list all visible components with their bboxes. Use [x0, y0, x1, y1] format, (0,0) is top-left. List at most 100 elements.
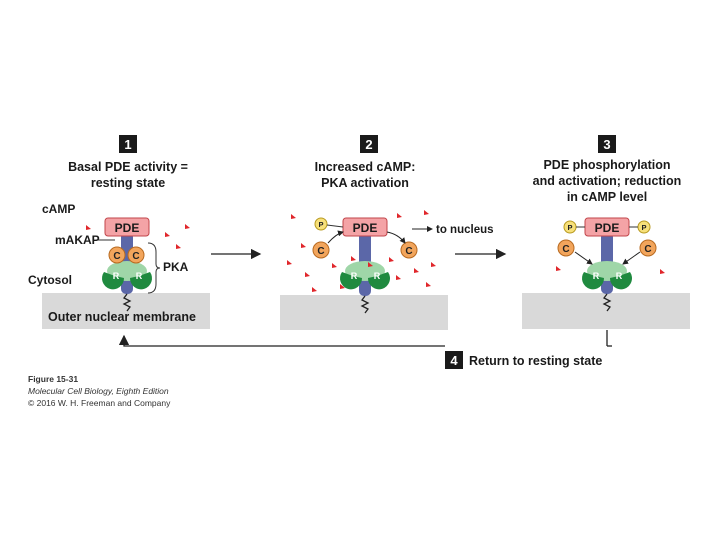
regulatory-label-left: R: [351, 271, 358, 281]
figure-label: Figure 15-31: [28, 374, 79, 384]
camp-triangle: [426, 282, 431, 287]
camp-triangle: [165, 232, 170, 237]
camp-triangle: [389, 257, 394, 262]
step-1-header: 1 Basal PDE activity = resting state: [68, 135, 188, 190]
catalytic-subunit-left: [108, 246, 126, 264]
regulatory-label-left: R: [593, 271, 600, 281]
step-1-title-line-1: Basal PDE activity =: [68, 160, 188, 174]
camp-molecules-panel-1: [86, 224, 190, 249]
camp-triangle: [414, 268, 419, 273]
return-line: [118, 334, 445, 347]
catalytic-label-left: C: [317, 246, 324, 257]
catalytic-label-right: C: [405, 246, 412, 257]
catalytic-subunit-right: [127, 246, 145, 264]
curved-arrow-to-pde: [327, 230, 344, 244]
camp-molecules-panel-3: [556, 266, 665, 274]
camp-triangle: [287, 260, 292, 265]
step-3-title-line-2: and activation; reduction: [533, 174, 682, 188]
figure-source: Molecular Cell Biology, Eighth Edition: [28, 386, 169, 397]
camp-triangle: [397, 213, 402, 218]
copyright-text: © 2016 W. H. Freeman and Company: [28, 398, 171, 408]
membrane-label: Outer nuclear membrane: [48, 310, 196, 324]
phosphate-left: [314, 217, 328, 231]
return-arrow-right: [622, 251, 641, 265]
camp-triangle: [301, 243, 306, 248]
regulatory-subunit-left: [582, 272, 605, 290]
camp-triangle: [556, 266, 561, 271]
camp-triangle: [86, 225, 91, 230]
makap-label: mAKAP: [55, 233, 100, 247]
catalytic-subunit-left: [557, 239, 575, 257]
catalytic-label-right: C: [644, 244, 651, 255]
regulatory-label-right: R: [616, 271, 623, 281]
step-4-badge: [445, 351, 463, 369]
step-3-title-line-3: in cAMP level: [567, 190, 647, 204]
pde-box: [104, 217, 150, 237]
camp-triangle: [431, 262, 436, 267]
regulatory-subunit-light: [345, 261, 385, 281]
pde-label: PDE: [115, 221, 140, 235]
camp-triangle: [291, 214, 296, 219]
cytosol-label: Cytosol: [28, 273, 72, 287]
catalytic-label-left: C: [562, 244, 569, 255]
catalytic-released-right: [400, 241, 418, 259]
return-path: 4 Return to resting state: [118, 330, 612, 369]
step-3-number: 3: [603, 137, 610, 152]
step-1-number: 1: [124, 137, 131, 152]
camp-label: cAMP: [42, 202, 75, 216]
catalytic-label-right: C: [132, 251, 139, 262]
makap-anchor: [122, 293, 132, 312]
camp-triangle: [305, 272, 310, 277]
pde-label: PDE: [595, 221, 620, 235]
pka-label: PKA: [163, 260, 189, 274]
curved-arrow-from-pka: [386, 231, 406, 244]
catalytic-subunit-right: [639, 239, 657, 257]
step-2-number: 2: [365, 137, 372, 152]
camp-triangle: [396, 275, 401, 280]
camp-triangle: [660, 269, 665, 274]
complex-panel-3: PDE P P R R C C: [557, 217, 657, 312]
regulatory-subunit-left: [102, 272, 125, 290]
camp-triangle: [351, 256, 356, 261]
phosphate-label-left: P: [567, 223, 572, 232]
step-2-title-line-1: Increased cAMP:: [315, 160, 416, 174]
makap-anchor: [360, 295, 370, 314]
complex-panel-1: PDE R R C C: [102, 217, 152, 312]
camp-triangle: [176, 244, 181, 249]
book-title: Molecular Cell Biology, Eighth Edition: [28, 386, 169, 396]
regulatory-subunit-light: [107, 261, 147, 281]
camp-triangle: [332, 263, 337, 268]
camp-triangle: [185, 224, 190, 229]
step-2-title-line-2: PKA activation: [321, 176, 409, 190]
regulatory-subunit-left: [340, 272, 363, 290]
step-3-badge: [598, 135, 616, 153]
phosphate-label-right: P: [641, 223, 646, 232]
step-2-header: 2 Increased cAMP: PKA activation: [315, 135, 416, 190]
regulatory-label-right: R: [374, 271, 381, 281]
step-3-title-line-1: PDE phosphorylation: [543, 158, 670, 172]
step-1-badge: [119, 135, 137, 153]
step-3-header: 3 PDE phosphorylation and activation; re…: [533, 135, 682, 204]
camp-triangle: [312, 287, 317, 292]
phosphate-label-left: P: [318, 220, 323, 229]
catalytic-label-left: C: [113, 251, 120, 262]
regulatory-subunit-right: [609, 272, 632, 290]
regulatory-subunit-right: [129, 272, 152, 290]
catalytic-released-left: [312, 241, 330, 259]
regulatory-subunit-light: [587, 261, 627, 281]
regulatory-label-left: R: [113, 271, 120, 281]
complex-panel-2: PDE R R P C C to nucleus: [312, 217, 494, 314]
step-4-number: 4: [450, 353, 458, 368]
camp-triangle: [368, 262, 373, 267]
camp-molecules-panel-2: [287, 210, 436, 292]
return-arrow-left: [574, 251, 593, 265]
camp-triangle: [424, 210, 429, 215]
membrane-panel-2: [280, 295, 448, 330]
camp-triangle: [340, 284, 345, 289]
pde-label: PDE: [353, 221, 378, 235]
to-nucleus-label: to nucleus: [436, 224, 494, 236]
figure-copyright: © 2016 W. H. Freeman and Company: [28, 398, 170, 409]
step-1-title-line-2: resting state: [91, 176, 165, 190]
step-2-badge: [360, 135, 378, 153]
